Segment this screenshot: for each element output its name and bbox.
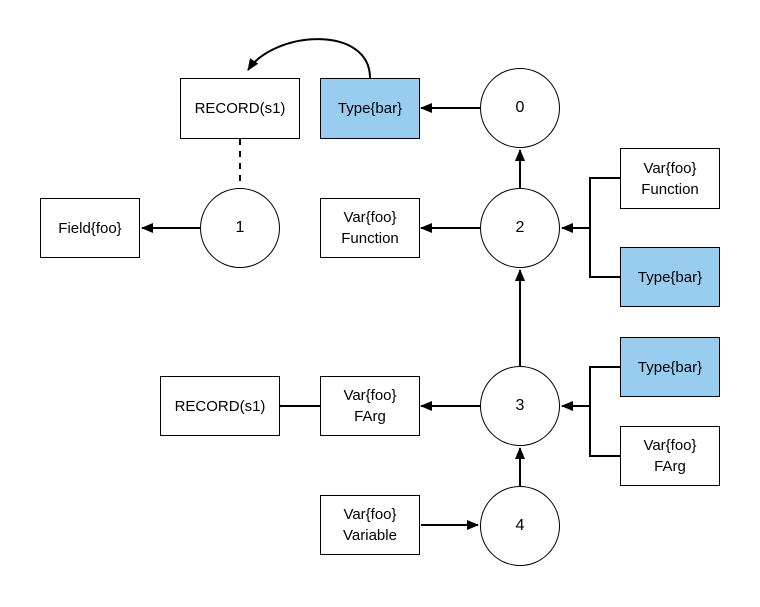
var-variable-box[interactable]: Var{foo} Variable xyxy=(320,495,420,555)
record-box-bottom[interactable]: RECORD(s1) xyxy=(160,376,280,436)
node-1[interactable]: 1 xyxy=(200,188,280,268)
node-3[interactable]: 3 xyxy=(480,366,560,446)
edge-bracket-2 xyxy=(589,177,620,278)
type-box-right-2[interactable]: Type{bar} xyxy=(620,247,720,307)
edge-bracket-3 xyxy=(589,366,620,457)
edge-type-to-record xyxy=(247,38,371,79)
field-box[interactable]: Field{foo} xyxy=(40,198,140,258)
node-0[interactable]: 0 xyxy=(480,68,560,148)
node-4[interactable]: 4 xyxy=(480,486,560,566)
var-function-box-right[interactable]: Var{foo} Function xyxy=(620,148,720,209)
var-function-box-left[interactable]: Var{foo} Function xyxy=(320,198,420,258)
node-2[interactable]: 2 xyxy=(480,188,560,268)
var-farg-box-left[interactable]: Var{foo} FArg xyxy=(320,376,420,436)
record-box-top[interactable]: RECORD(s1) xyxy=(180,78,300,139)
type-box-top[interactable]: Type{bar} xyxy=(320,78,420,139)
type-box-right-3[interactable]: Type{bar} xyxy=(620,337,720,397)
var-farg-box-right[interactable]: Var{foo} FArg xyxy=(620,426,720,486)
